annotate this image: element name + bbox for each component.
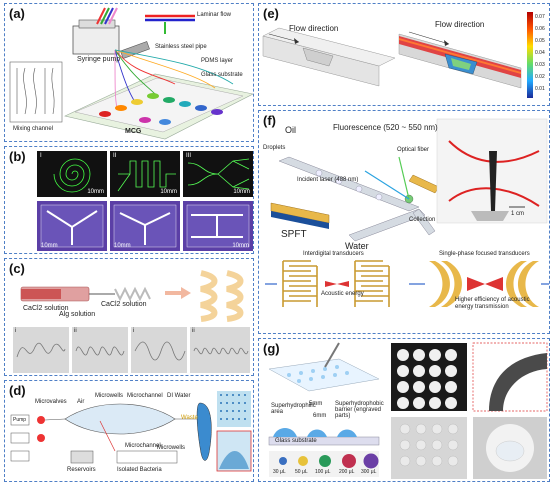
scale-b2: 10mm — [160, 189, 177, 195]
fiber-image-3: i — [131, 327, 187, 373]
collection-label: Collection — [409, 217, 436, 223]
scale-b6: 10mm — [232, 243, 249, 249]
microchannel2-label: Microchannel — [125, 443, 161, 449]
panel-f-label: (f) — [263, 113, 276, 128]
pump-label: Pump — [13, 417, 27, 423]
panel-e-label: (e) — [263, 6, 279, 21]
microvalves-label: Microvalves — [35, 399, 67, 405]
panel-g-drawing — [268, 342, 548, 479]
pdms-layer-label: PDMS layer — [201, 58, 234, 64]
scale-b1: 10mm — [87, 189, 104, 195]
glass-substrate-label: Glass substrate — [201, 72, 243, 78]
panel-g: (g) — [258, 338, 550, 482]
waste-label: Waste — [181, 415, 198, 421]
mixing-channel-label: Mixing channel — [13, 126, 54, 132]
panel-g-label: (g) — [263, 341, 280, 356]
serpentine-image: 10mm II — [110, 151, 180, 197]
water-label: Water — [345, 241, 369, 251]
panel-f-drawing — [265, 118, 549, 307]
panel-d-label: (d) — [9, 383, 26, 398]
spft-long-label: Single-phase focused transducers — [439, 251, 530, 257]
colorbar-0: 0.07 — [535, 14, 545, 20]
fluorescence-label: Fluorescence (520 ~ 550 nm) — [333, 123, 438, 132]
roman-c2: ii — [74, 328, 77, 334]
volume-4: 300 μL — [361, 469, 377, 475]
reservoirs-label: Reservoirs — [67, 467, 96, 473]
fiber-image-2: ii — [72, 327, 128, 373]
panel-b: (b) 10mm I 10mm II 10mm III 10mm 10mm 10… — [4, 146, 254, 254]
fiber-image-4: ii — [190, 327, 250, 373]
colorbar-4: 0.03 — [535, 62, 545, 68]
incident-laser-label: Incident laser (488 nm) — [297, 177, 359, 183]
mm6-label: 6mm — [313, 413, 327, 419]
spiral-image: 10mm I — [37, 151, 107, 197]
scale-b5: 10mm — [114, 243, 131, 249]
mm5-label: 5mm — [309, 401, 323, 407]
panel-a: (a) — [4, 3, 254, 142]
isolated-bacteria-label: Isolated Bacteria — [117, 467, 162, 473]
mcg-label: MCG — [125, 128, 142, 135]
di-water-label: DI Water — [167, 393, 191, 399]
colorbar-6: 0.01 — [535, 86, 545, 92]
droplets-label: Droplets — [263, 145, 286, 151]
microchannel-label: Microchannel — [127, 393, 163, 399]
syringe-pump-label: Syringe pump — [77, 56, 121, 63]
cm-label: 1 cm — [511, 211, 525, 217]
device-photo-2: 10mm — [110, 201, 180, 251]
spft-label: SPFT — [281, 229, 307, 240]
roman-b1: I — [40, 153, 42, 159]
glass-substrate-g-label: Glass substrate — [275, 438, 317, 444]
colorbar-3: 0.04 — [535, 50, 545, 56]
colorbar-5: 0.02 — [535, 74, 545, 80]
panel-d-drawing — [10, 391, 252, 472]
panel-d: (d) Microvalves Air Microwells Microchan… — [4, 380, 254, 482]
panel-e-drawing — [262, 12, 533, 98]
superhydrophilic-label: Superhydrophilic area — [271, 403, 316, 415]
panel-b-label: (b) — [9, 149, 26, 164]
air-label: Air — [77, 399, 85, 405]
laminar-flow-label: Laminar flow — [197, 12, 232, 18]
optical-fiber-label: Optical fiber — [397, 147, 430, 153]
oil-label: Oil — [285, 125, 296, 135]
alg-solution-label: Alg solution — [59, 311, 96, 318]
panel-a-label: (a) — [9, 6, 25, 21]
volume-3: 200 μL — [339, 469, 355, 475]
barrier-label: Superhydrophobic barrier (engraved parts… — [335, 401, 384, 419]
device-photo-1: 10mm — [37, 201, 107, 251]
flow-direction-left: Flow direction — [289, 24, 339, 33]
roman-c3: i — [133, 328, 135, 334]
flow-direction-right: Flow direction — [435, 20, 485, 29]
roman-b2: II — [113, 153, 117, 159]
microwells2-label: Microwells — [157, 445, 186, 451]
cacl2-solution-label-a: CaCl2 solution — [23, 305, 69, 312]
idt-label: Interdigital transducers — [303, 251, 364, 257]
panel-a-drawing — [9, 7, 253, 140]
roman-c4: ii — [192, 328, 195, 334]
microwells-label: Microwells — [95, 393, 124, 399]
stainless-pipe-label: Stainless steel pipe — [155, 44, 207, 50]
panel-e: (e) Flow direction Flow direction 0.07 0… — [258, 3, 550, 106]
device-photo-3: 10mm — [183, 201, 253, 251]
colorbar-1: 0.06 — [535, 26, 545, 32]
panel-c: (c) CaCl2 solution Alg solution CaCl2 so… — [4, 258, 254, 376]
acoustic-energy-label: Acoustic energy — [321, 291, 364, 297]
roman-b3: III — [186, 153, 192, 159]
panel-c-drawing — [20, 270, 244, 322]
scale-b4: 10mm — [41, 243, 58, 249]
panel-c-label: (c) — [9, 261, 25, 276]
higher-efficiency-label: Higher efficiency of acoustic energy tra… — [455, 297, 530, 310]
scale-b3: 10mm — [233, 189, 250, 195]
volume-2: 100 μL — [315, 469, 331, 475]
roman-c1: i — [15, 328, 17, 334]
volume-0: 30 μL — [273, 469, 286, 475]
colorbar-2: 0.05 — [535, 38, 545, 44]
tree-image: 10mm III — [183, 151, 253, 197]
volume-1: 50 μL — [295, 469, 308, 475]
cacl2-solution-label-b: CaCl2 solution — [101, 301, 147, 308]
panel-f: (f) — [258, 110, 550, 334]
fiber-image-1: i — [13, 327, 69, 373]
